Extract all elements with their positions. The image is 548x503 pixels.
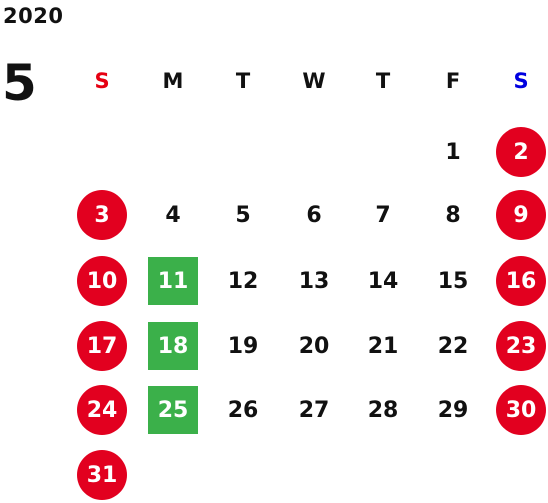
weekday-mon: M [162, 69, 184, 93]
weekday-thu: T [375, 69, 391, 93]
day-cell-holiday: 2 [496, 127, 546, 177]
day-cell: 12 [227, 268, 259, 294]
day-cell-holiday: 3 [77, 190, 127, 240]
day-cell: 4 [165, 202, 181, 228]
day-cell: 22 [437, 333, 469, 359]
day-cell: 6 [306, 202, 322, 228]
day-cell: 7 [375, 202, 391, 228]
calendar-month: 5 [2, 54, 37, 112]
day-cell-holiday: 10 [77, 256, 127, 306]
day-cell: 29 [437, 397, 469, 423]
day-cell-closed: 25 [148, 386, 198, 434]
day-cell-holiday: 17 [77, 321, 127, 371]
day-cell-holiday: 16 [496, 256, 546, 306]
day-cell: 8 [445, 202, 461, 228]
day-cell: 26 [227, 397, 259, 423]
day-cell-holiday: 23 [496, 321, 546, 371]
weekday-sat: S [513, 69, 529, 93]
day-cell: 13 [298, 268, 330, 294]
day-cell: 20 [298, 333, 330, 359]
day-cell: 5 [235, 202, 251, 228]
weekday-sun: S [94, 69, 110, 93]
calendar-year: 2020 [3, 4, 64, 28]
day-cell-holiday: 9 [496, 190, 546, 240]
day-cell: 19 [227, 333, 259, 359]
day-cell: 15 [437, 268, 469, 294]
weekday-tue: T [235, 69, 251, 93]
day-cell-closed: 11 [148, 257, 198, 305]
day-cell: 14 [367, 268, 399, 294]
day-cell-closed: 18 [148, 322, 198, 370]
day-cell: 1 [445, 139, 461, 165]
weekday-wed: W [302, 69, 326, 93]
day-cell-holiday: 30 [496, 385, 546, 435]
day-cell: 27 [298, 397, 330, 423]
day-cell: 28 [367, 397, 399, 423]
weekday-fri: F [445, 69, 461, 93]
day-cell: 21 [367, 333, 399, 359]
day-cell-holiday: 24 [77, 385, 127, 435]
day-cell-holiday: 31 [77, 450, 127, 500]
